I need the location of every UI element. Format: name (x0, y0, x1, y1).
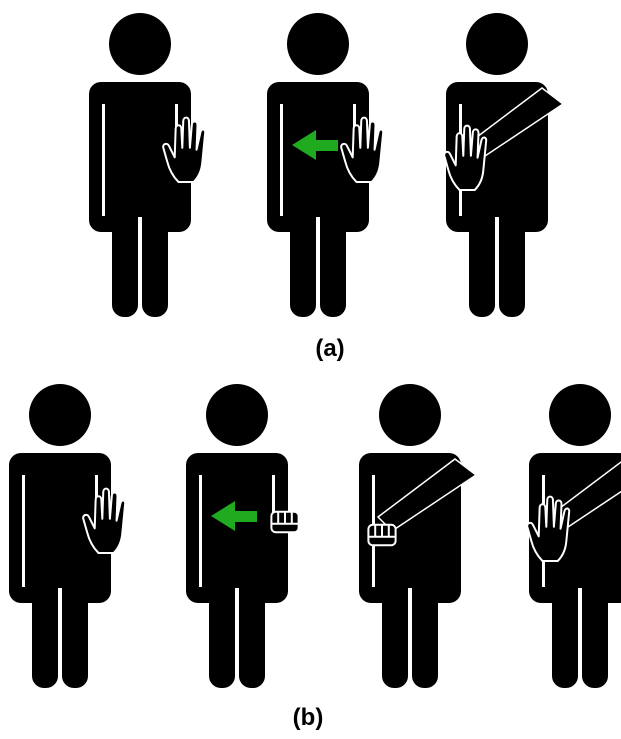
head (109, 13, 171, 75)
torso (9, 453, 111, 603)
right-leg (412, 588, 438, 688)
left-arm-gap (22, 475, 25, 587)
left-leg (112, 217, 138, 317)
left-leg (382, 588, 408, 688)
head (287, 13, 349, 75)
head (206, 384, 268, 446)
head (29, 384, 91, 446)
left-arrow-icon (292, 130, 338, 160)
left-leg (290, 217, 316, 317)
torso (267, 82, 369, 232)
leg-gap (58, 588, 62, 688)
caption-b: (b) (292, 704, 324, 731)
right-arm-gap (353, 104, 356, 144)
right-arm-gap (95, 475, 98, 515)
leg-gap (495, 217, 499, 317)
figure-b3 (359, 384, 478, 688)
right-leg (239, 588, 265, 688)
figure-b1 (9, 384, 127, 688)
leg-gap (235, 588, 239, 688)
palm-hand-icon (526, 495, 571, 563)
leg-gap (408, 588, 412, 688)
left-arrow-icon (211, 501, 257, 531)
palm-hand-icon (82, 487, 127, 555)
right-arm-gap (272, 475, 275, 515)
left-leg (209, 588, 235, 688)
right-leg (142, 217, 168, 317)
torso (186, 453, 288, 603)
palm-hand-icon (162, 116, 207, 184)
torso (89, 82, 191, 232)
figure-b2 (186, 384, 300, 688)
head (379, 384, 441, 446)
palm-hand-icon (443, 124, 488, 192)
caption-a: (a) (315, 335, 345, 362)
figure-a1 (89, 13, 207, 317)
head (549, 384, 611, 446)
leg-gap (138, 217, 142, 317)
right-arm-gap (175, 104, 178, 144)
right-leg (320, 217, 346, 317)
leg-gap (316, 217, 320, 317)
figure-a3 (443, 13, 565, 317)
right-leg (582, 588, 608, 688)
figure-a2 (267, 13, 385, 317)
palm-hand-icon (340, 116, 385, 184)
head (466, 13, 528, 75)
fist-hand-icon (367, 523, 397, 547)
right-leg (499, 217, 525, 317)
left-leg (32, 588, 58, 688)
figure-b4 (526, 384, 621, 688)
left-leg (552, 588, 578, 688)
left-arm-gap (102, 104, 105, 216)
left-leg (469, 217, 495, 317)
fist-hand-icon (270, 510, 300, 534)
left-arm-gap (199, 475, 202, 587)
left-arm-gap (280, 104, 283, 216)
right-leg (62, 588, 88, 688)
leg-gap (578, 588, 582, 688)
